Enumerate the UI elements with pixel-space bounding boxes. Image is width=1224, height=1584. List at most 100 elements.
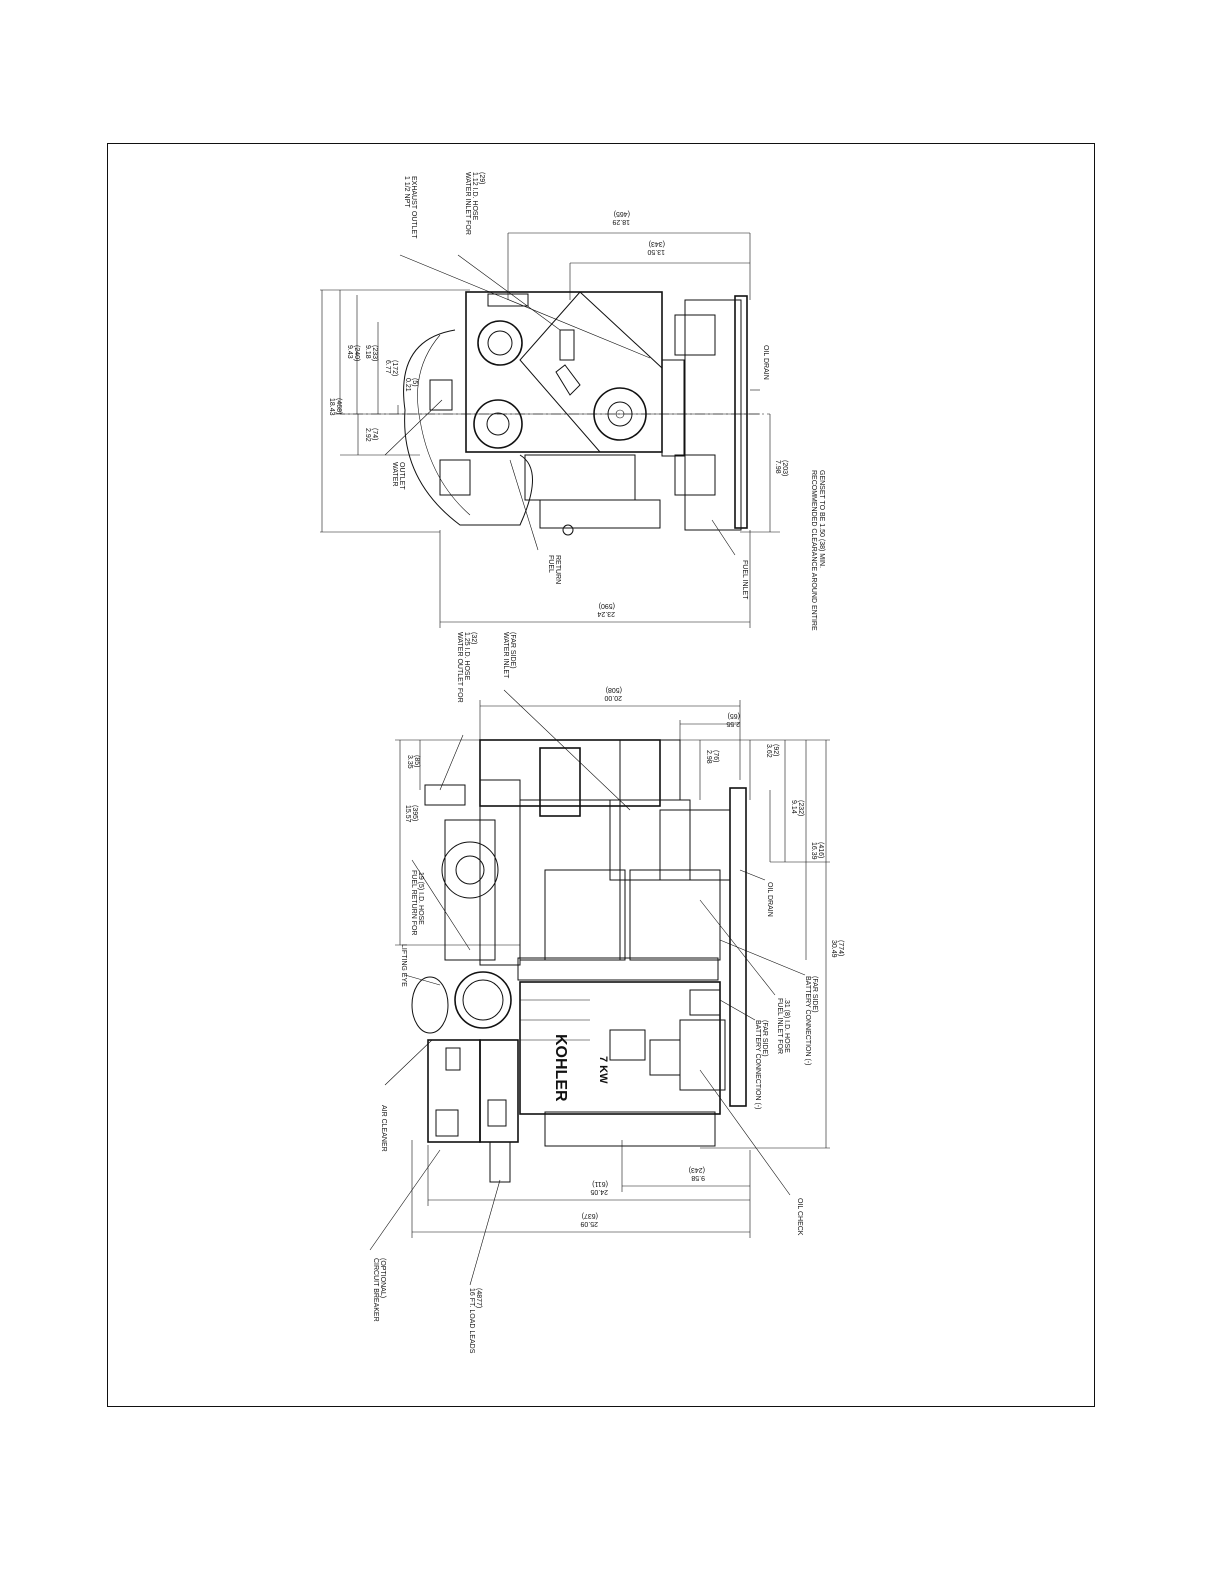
dim-958: 9.58 (243) [689,1166,705,1181]
svg-text:(FAR SIDE): (FAR SIDE) [509,632,516,669]
svg-text:(65): (65) [728,712,740,719]
svg-text:20.00: 20.00 [604,694,622,701]
dim-2000: 20.00 (508) [604,686,622,701]
dim-2405: 24.05 (611) [590,1180,608,1195]
dim-3049: 30.49 (774) [830,940,844,958]
svg-text:FUEL INLET: FUEL INLET [741,560,748,600]
dim-2509: 25.09 (637) [580,1212,598,1227]
dim-1557: 15.57 (395) [404,805,418,823]
side-view-leaders [369,689,806,1286]
svg-text:(416): (416) [817,842,824,858]
svg-text:BATTERY CONNECTION (-): BATTERY CONNECTION (-) [804,976,811,1065]
svg-text:WATER INLET FOR: WATER INLET FOR [464,172,471,235]
svg-text:1 1/2 NPT: 1 1/2 NPT [403,176,410,208]
svg-text:KOHLER: KOHLER [552,1034,569,1102]
svg-text:(172): (172) [391,360,398,376]
svg-text:.31 (8) I.D. HOSE: .31 (8) I.D. HOSE [783,998,790,1053]
svg-text:2.98: 2.98 [705,750,712,764]
svg-text:LIFTING EYE: LIFTING EYE [400,944,407,987]
svg-text:OIL CHECK: OIL CHECK [796,1198,803,1236]
svg-text:(637): (637) [582,1212,598,1219]
dim-292: 2.92 (74) [364,428,378,442]
svg-text:18.29: 18.29 [612,218,630,225]
svg-text:FUEL RETURN FOR: FUEL RETURN FOR [410,870,417,935]
dim-943: 9.43 (240) [346,345,360,361]
svg-text:2.92: 2.92 [364,428,371,442]
svg-text:(203): (203) [781,460,788,476]
svg-text:9.43: 9.43 [346,345,353,359]
top-oil-drain-label: OIL DRAIN [762,345,769,380]
svg-text:(74): (74) [371,428,378,440]
side-fuel-return-label: FUEL RETURN FOR .19 (5) I.D. HOSE [410,870,424,935]
svg-text:9.58: 9.58 [691,1174,705,1181]
svg-text:(395): (395) [411,805,418,821]
svg-text:18.43: 18.43 [328,398,335,416]
svg-text:RECOMMENDED CLEARANCE AROUND E: RECOMMENDED CLEARANCE AROUND ENTIRE [810,470,817,631]
svg-text:1.12 I.D. HOSE: 1.12 I.D. HOSE [471,172,478,221]
side-view-dimension-lines [395,700,830,1238]
dim-021: 0.21 (5) [404,378,418,392]
top-water-outlet-label: WATER OUTLET [391,462,405,490]
svg-text:AIR CLEANER: AIR CLEANER [380,1105,387,1152]
dim-2324: 23.24 (590) [597,602,615,617]
oil-check-label: OIL CHECK [796,1198,803,1236]
svg-text:(92): (92) [772,744,779,756]
dim-677: 6.77 (172) [384,360,398,376]
svg-text:(590): (590) [599,602,615,609]
dim-914: 9.14 (232) [790,800,804,816]
side-water-inlet-label: WATER INLET (FAR SIDE) [502,632,516,679]
svg-text:(76): (76) [712,750,719,762]
svg-text:3.62: 3.62 [765,744,772,758]
svg-text:(32): (32) [470,632,477,644]
svg-text:(243): (243) [689,1166,705,1173]
circuit-breaker-label: CIRCUIT BREAKER (OPTIONAL) [372,1258,386,1322]
svg-text:OIL DRAIN: OIL DRAIN [762,345,769,380]
dim-255: 2.55 (65) [726,712,740,727]
svg-text:(FAR SIDE): (FAR SIDE) [811,976,818,1013]
svg-text:WATER OUTLET FOR: WATER OUTLET FOR [456,632,463,703]
rating-plate: 7 KW [597,1056,609,1084]
svg-text:(5): (5) [411,378,418,387]
svg-text:(774): (774) [837,940,844,956]
battery-neg-label: BATTERY CONNECTION (-) (FAR SIDE) [754,1020,768,1109]
svg-text:24.05: 24.05 [590,1188,608,1195]
dim-362: 3.62 (92) [765,744,779,758]
dim-1639: 16.39 (416) [810,842,824,860]
svg-text:.19 (5) I.D. HOSE: .19 (5) I.D. HOSE [417,870,424,925]
fuel-inlet-hose-label: FUEL INLET FOR .31 (8) I.D. HOSE [776,998,790,1054]
svg-text:2.55: 2.55 [726,720,740,727]
clearance-note: RECOMMENDED CLEARANCE AROUND ENTIRE GENS… [810,470,825,631]
battery-pos-label: BATTERY CONNECTION (-) (FAR SIDE) [804,976,818,1065]
svg-text:FUEL: FUEL [547,555,554,573]
dim-1843: 18.43 (468) [328,398,342,416]
drawing-border [107,143,1095,1407]
svg-text:9.14: 9.14 [790,800,797,814]
svg-text:7.98: 7.98 [774,460,781,474]
top-view: 1 1/2 NPT EXHAUST OUTLET WATER INLET FOR… [320,172,825,631]
top-view-leaders [384,254,760,556]
svg-text:(343): (343) [649,240,665,247]
svg-text:9.18: 9.18 [364,345,371,359]
svg-text:EXHAUST OUTLET: EXHAUST OUTLET [410,176,417,239]
svg-text:16.39: 16.39 [810,842,817,860]
svg-text:(233): (233) [371,345,378,361]
kohler-brand-plate: KOHLER [552,1034,569,1102]
svg-text:(468): (468) [335,398,342,414]
svg-text:16 FT. LOAD LEADS: 16 FT. LOAD LEADS [468,1288,475,1354]
svg-text:CIRCUIT BREAKER: CIRCUIT BREAKER [372,1258,379,1322]
dim-918: 9.18 (233) [364,345,378,361]
dim-1350: 13.50 (343) [647,240,665,255]
svg-text:7 KW: 7 KW [597,1056,609,1084]
svg-text:GENSET TO BE 1.50 (38) MIN.: GENSET TO BE 1.50 (38) MIN. [818,470,825,568]
svg-text:3.35: 3.35 [406,755,413,769]
svg-text:1.25 I.D. HOSE: 1.25 I.D. HOSE [463,632,470,681]
svg-text:(465): (465) [614,210,630,217]
load-leads-label: 16 FT. LOAD LEADS (4877) [468,1288,482,1354]
top-view-engine-body [403,291,748,536]
svg-text:0.21: 0.21 [404,378,411,392]
svg-text:23.24: 23.24 [597,610,615,617]
svg-text:25.09: 25.09 [580,1220,598,1227]
dim-298: 2.98 (76) [705,750,719,764]
dim-1829: 18.29 (465) [612,210,630,225]
svg-text:RETURN: RETURN [554,555,561,584]
